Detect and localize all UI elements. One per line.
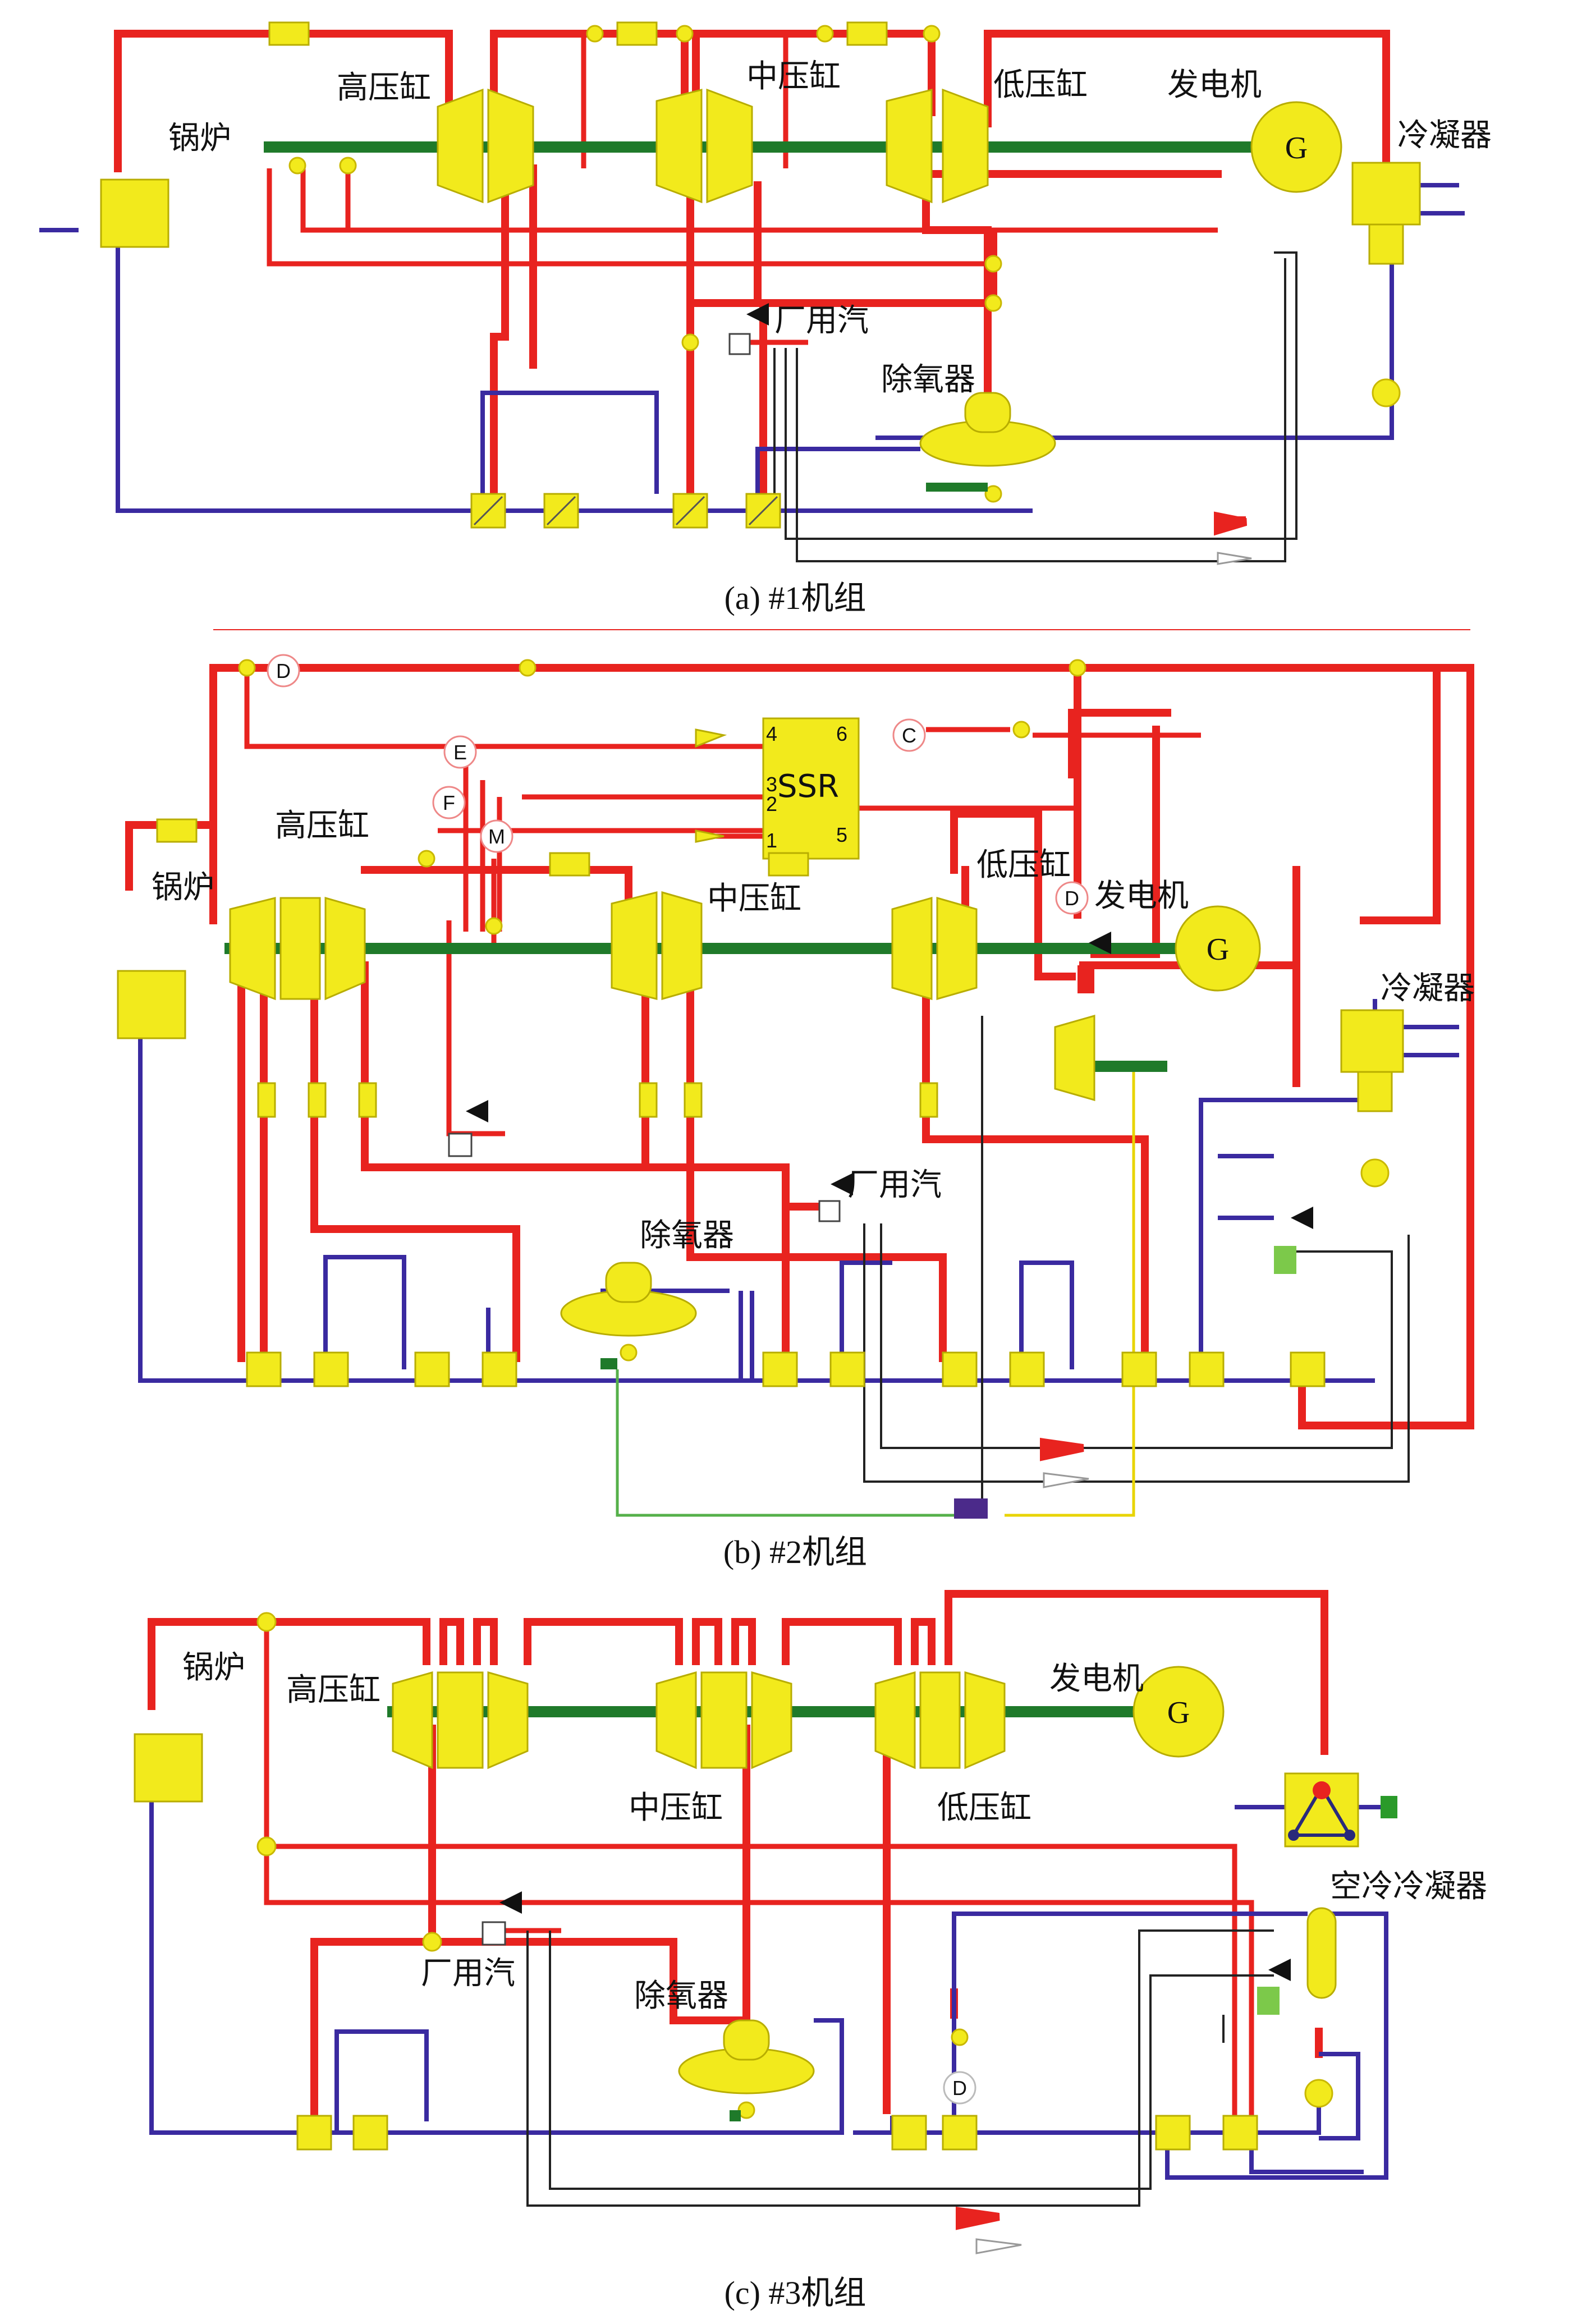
unit1-condenser-label: 冷凝器 bbox=[1397, 117, 1492, 154]
unit3-ip-label: 中压缸 bbox=[629, 1790, 723, 1826]
unit3-hp-label: 高压缸 bbox=[286, 1672, 380, 1708]
unit2-deaerator-label: 除氧器 bbox=[640, 1217, 734, 1254]
unit2-deaerator bbox=[560, 1262, 697, 1337]
unit2-boiler-label: 锅炉 bbox=[152, 869, 214, 906]
unit3-plant-steam-label: 厂用汽 bbox=[421, 1955, 515, 1992]
unit3-air-cooled-condenser bbox=[1284, 1772, 1359, 1999]
unit2-marker-f: F bbox=[443, 791, 455, 814]
unit2-ssr-port-6: 6 bbox=[836, 722, 847, 745]
unit3-generator-label: 发电机 bbox=[1049, 1661, 1144, 1697]
unit2-hp-turbine bbox=[229, 897, 366, 1001]
unit1-generator-symbol: G bbox=[1285, 131, 1308, 166]
unit1-generator-label: 发电机 bbox=[1167, 67, 1262, 103]
unit3-ip-turbine bbox=[655, 1671, 792, 1770]
unit1-lp-label: 低压缸 bbox=[993, 67, 1088, 103]
unit2-water-lines bbox=[138, 993, 1459, 1383]
unit3-generator bbox=[1133, 1666, 1225, 1758]
unit2-marker-d1: D bbox=[276, 659, 291, 682]
unit2-ssr-port-5: 5 bbox=[836, 823, 847, 846]
unit2-marker-c: C bbox=[902, 724, 916, 747]
unit1-deaerator-label: 除氧器 bbox=[881, 361, 975, 398]
unit2-ssr-port-4: 4 bbox=[766, 722, 777, 745]
unit2-lp-label: 低压缸 bbox=[976, 847, 1071, 883]
unit2-hp-label: 高压缸 bbox=[275, 808, 369, 844]
unit1-hp-turbine bbox=[437, 88, 534, 204]
unit3-hp-turbine bbox=[392, 1671, 529, 1770]
unit1-boiler bbox=[100, 178, 169, 248]
unit1-water-lines bbox=[39, 183, 1465, 513]
unit1-hp-label: 高压缸 bbox=[337, 70, 431, 106]
unit1-steam-lines bbox=[114, 30, 1390, 503]
unit2-heaters bbox=[246, 1351, 1326, 1387]
unit1-lp-turbine bbox=[886, 88, 989, 204]
unit2-ip-turbine bbox=[611, 891, 703, 1000]
unit2-lp-turbine bbox=[891, 897, 1095, 1101]
unit1-boiler-label: 锅炉 bbox=[168, 120, 231, 157]
unit2-boiler bbox=[117, 970, 186, 1039]
unit3-signal-lines bbox=[526, 1929, 1274, 2207]
unit2-caption: (b) #2机组 bbox=[723, 1534, 867, 1570]
unit3-condenser-label: 空冷冷凝器 bbox=[1330, 1868, 1487, 1905]
unit3-diagram: G bbox=[134, 1590, 1487, 2311]
unit1-caption: (a) #1机组 bbox=[725, 580, 866, 616]
unit3-marker-d: D bbox=[952, 2077, 967, 2100]
unit3-deaerator bbox=[678, 2019, 815, 2094]
unit1-ip-turbine bbox=[655, 88, 753, 204]
unit3-steam-lines bbox=[148, 1590, 1328, 2133]
unit2-plant-steam-label: 厂用汽 bbox=[847, 1167, 942, 1203]
unit1-heaters bbox=[470, 493, 781, 529]
unit3-water-lines bbox=[149, 1796, 1397, 2180]
unit3-boiler-label: 锅炉 bbox=[182, 1649, 245, 1686]
unit1-diagram: G 锅炉 高压缸 中压缸 低压缸 bbox=[39, 21, 1492, 616]
unit2-ssr-port-2: 2 bbox=[766, 792, 777, 815]
unit2-marker-d2: D bbox=[1065, 887, 1079, 910]
unit3-caption: (c) #3机组 bbox=[725, 2275, 866, 2311]
unit3-lp-turbine bbox=[874, 1671, 1006, 1770]
unit3-generator-symbol: G bbox=[1167, 1695, 1190, 1730]
unit2-diagram: SSR 4 6 3 2 1 5 G bbox=[117, 629, 1475, 1570]
unit2-marker-e: E bbox=[453, 741, 467, 764]
unit2-marker-m: M bbox=[488, 825, 505, 848]
unit3-boiler bbox=[134, 1733, 203, 1803]
unit2-ssr bbox=[762, 717, 860, 860]
unit3-lp-label: 低压缸 bbox=[937, 1790, 1031, 1826]
unit2-generator-symbol: G bbox=[1207, 932, 1229, 967]
unit3-deaerator-label: 除氧器 bbox=[634, 1978, 728, 2014]
unit1-deaerator bbox=[919, 392, 1056, 467]
unit2-ssr-label: SSR bbox=[777, 768, 839, 805]
unit1-generator bbox=[1250, 101, 1342, 193]
unit2-condenser bbox=[1340, 1009, 1404, 1073]
unit2-generator-label: 发电机 bbox=[1094, 878, 1189, 914]
unit1-condenser bbox=[1351, 162, 1421, 226]
unit2-condenser-label: 冷凝器 bbox=[1381, 970, 1475, 1007]
unit3-heaters bbox=[296, 2115, 1258, 2151]
unit2-ssr-port-3: 3 bbox=[766, 773, 777, 796]
unit2-ip-label: 中压缸 bbox=[707, 881, 801, 917]
unit2-ssr-port-1: 1 bbox=[766, 829, 777, 852]
unit2-generator bbox=[1175, 905, 1261, 992]
unit1-ip-label: 中压缸 bbox=[746, 58, 841, 95]
unit1-plant-steam-label: 厂用汽 bbox=[774, 302, 869, 339]
